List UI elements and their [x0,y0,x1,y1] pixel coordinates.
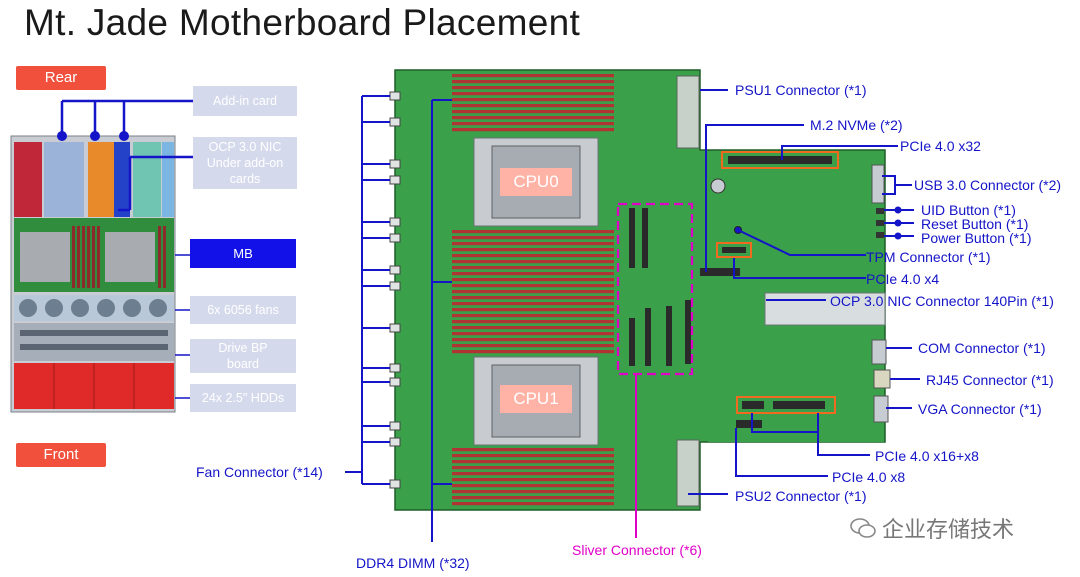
dimm-slot [452,254,614,258]
dimm-slot [452,80,614,84]
label-pcie-x4: PCIe 4.0 x4 [866,271,940,287]
dimm-slot [452,260,614,264]
label-uid: UID Button (*1) [921,202,1016,218]
dimm-slot [452,128,614,132]
wechat-icon [850,517,876,539]
label-fans: 6x 6056 fans [190,296,296,324]
dimm-slot [452,236,614,240]
dimm-slot [452,74,614,78]
label-psu1: PSU1 Connector (*1) [735,82,867,98]
dimm-slot [452,284,614,288]
dimm-slot [452,332,614,336]
label-m2-nvme: M.2 NVMe (*2) [810,117,903,133]
dimm-slot [452,86,614,90]
dimm-slot [452,350,614,354]
label-com: COM Connector (*1) [918,340,1046,356]
ocp-line-3: cards [229,172,261,186]
dimm-slot [452,302,614,306]
drive-line-2: board [227,357,259,371]
label-pcie-x32: PCIe 4.0 x32 [900,138,981,154]
dimm-slot [452,110,614,114]
dimm-slot [452,478,614,482]
drive-line-1: Drive BP [218,341,268,355]
cpu0-socket: CPU0 [500,168,572,196]
page-title: Mt. Jade Motherboard Placement [24,2,581,43]
label-tpm: TPM Connector (*1) [866,249,991,265]
label-mb: MB [190,239,296,268]
dimm-slot [452,104,614,108]
label-ddr4-dimm: DDR4 DIMM (*32) [356,555,470,571]
ocp-line-1: OCP 3.0 NIC [208,140,282,154]
label-ocp-nic: OCP 3.0 NIC Under add-on cards [193,137,297,189]
label-rj45: RJ45 Connector (*1) [926,372,1054,388]
dimm-slot [452,122,614,126]
label-psu2: PSU2 Connector (*1) [735,488,867,504]
dimm-slot [452,92,614,96]
label-addin-card: Add-in card [193,86,297,116]
dimm-slot [452,320,614,324]
dimm-slot [452,472,614,476]
dimm-slot [452,242,614,246]
dimm-slot [452,230,614,234]
dimm-slot [452,338,614,342]
dimm-slot [452,496,614,500]
dimm-slot [452,278,614,282]
dimm-slot [452,272,614,276]
dimm-slot [452,98,614,102]
label-hdds: 24x 2.5" HDDs [190,384,296,412]
label-usb: USB 3.0 Connector (*2) [914,177,1062,193]
dimm-slot [452,460,614,464]
label-pcie-x16-x8: PCIe 4.0 x16+x8 [875,448,979,464]
dimm-slot [452,490,614,494]
label-sliver-connector: Sliver Connector (*6) [572,542,702,558]
label-fan-connector: Fan Connector (*14) [196,464,323,480]
label-ocp-connector: OCP 3.0 NIC Connector 140Pin (*1) [830,293,1054,309]
cpu1-socket: CPU1 [500,385,572,413]
dimm-slot [452,502,614,506]
label-power: Power Button (*1) [921,230,1032,246]
dimm-slot [452,290,614,294]
dimm-slot [452,296,614,300]
dimm-slot [452,344,614,348]
label-pcie-x8: PCIe 4.0 x8 [832,469,906,485]
dimm-slot [452,308,614,312]
rear-tag: Rear [16,66,106,90]
ocp-line-2: Under add-on [206,156,284,170]
label-drive-bp: Drive BP board [190,339,296,373]
watermark: 企业存储技术 [850,512,1014,544]
dimm-slot [452,466,614,470]
dimm-slot [452,326,614,330]
label-reset: Reset Button (*1) [921,216,1029,232]
dimm-slot [452,448,614,452]
dimm-slot [452,116,614,120]
dimm-slot [452,454,614,458]
dimm-slot [452,314,614,318]
watermark-text: 企业存储技术 [882,517,1015,542]
label-vga: VGA Connector (*1) [918,401,1042,417]
dimm-slot [452,266,614,270]
dimm-slot [452,248,614,252]
front-tag: Front [16,443,106,467]
dimm-slot [452,484,614,488]
